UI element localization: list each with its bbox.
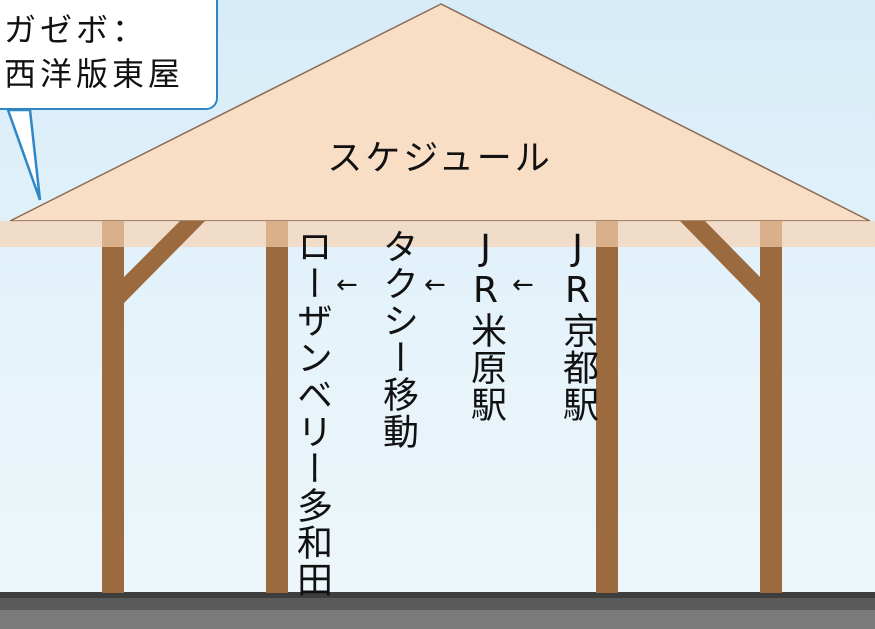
gazebo-posts [102, 221, 782, 593]
roof-title: スケジュール [327, 139, 553, 179]
post [596, 221, 618, 593]
route-step-2: JR米原駅 [465, 228, 506, 423]
callout-line-2: 西洋版東屋 [4, 55, 185, 93]
route-arrow-2: ← [424, 270, 446, 300]
route-step-4: ローザンベリー多和田 [291, 228, 332, 598]
post [266, 221, 288, 593]
callout-tail [6, 108, 42, 201]
post [102, 221, 124, 593]
route-step-3: タクシー移動 [377, 228, 418, 450]
post [760, 221, 782, 593]
gazebo-beam [0, 221, 875, 247]
callout-text: ガゼボ： 西洋版東屋 [4, 8, 184, 96]
right-brace [680, 221, 760, 303]
route-step-1: JR京都駅 [557, 228, 598, 423]
route-arrow-3: ← [336, 270, 358, 300]
callout-line-1: ガゼボ： [4, 11, 149, 49]
route-arrow-1: ← [512, 270, 534, 300]
left-brace [124, 221, 205, 303]
callout-bubble [0, 0, 218, 110]
